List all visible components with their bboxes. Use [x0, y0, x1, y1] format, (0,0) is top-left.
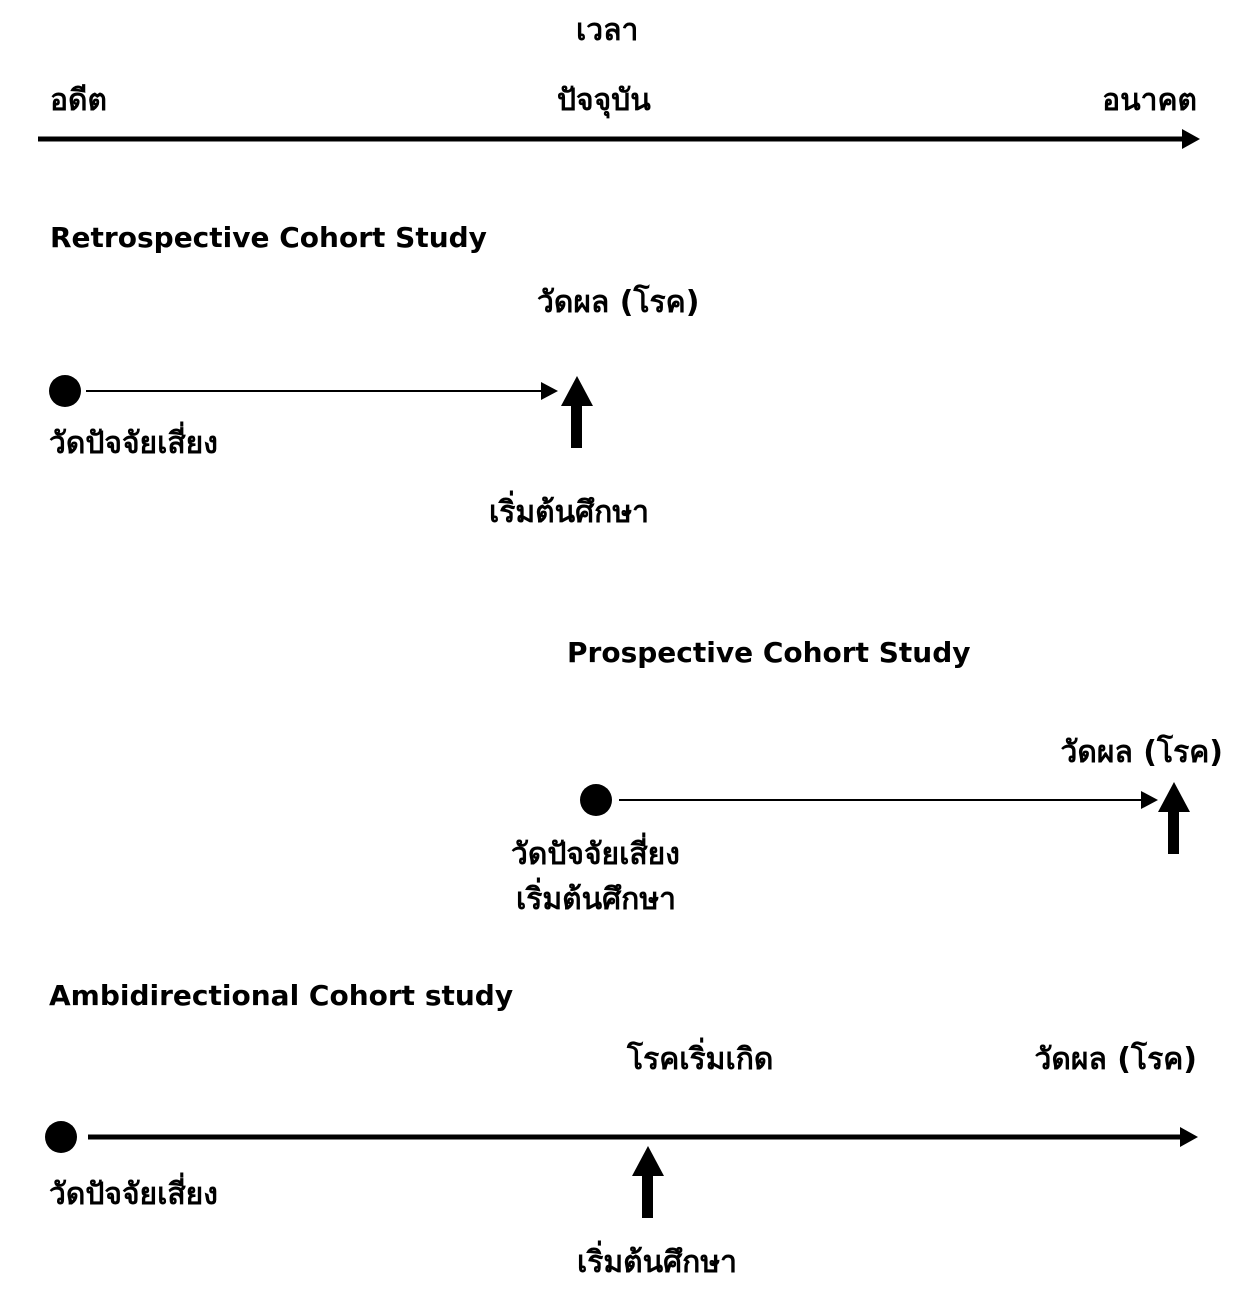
ambi-start-label: เริ่มต้นศึกษา: [577, 1245, 737, 1280]
retro-outcome-label: วัดผล (โรค): [537, 285, 700, 320]
time-present-label: ปัจจุบัน: [557, 83, 651, 118]
retro-start-arrow-shaft: [571, 402, 582, 448]
time-title: เวลา: [576, 13, 639, 48]
ambi-exposure-dot: [45, 1121, 77, 1153]
pro-outcome-arrow-shaft: [1168, 808, 1179, 854]
ambi-start-arrow-head: [632, 1146, 664, 1176]
pro-start-label: เริ่มต้นศึกษา: [516, 882, 676, 917]
retro-exposure-dot: [49, 375, 81, 407]
time-future-label: อนาคต: [1102, 83, 1197, 118]
retro-start-label: เริ่มต้นศึกษา: [489, 495, 649, 530]
pro-outcome-label: วัดผล (โรค): [1060, 735, 1223, 770]
ambi-follow-arrowhead: [1180, 1127, 1198, 1147]
time-axis-arrowhead: [1182, 129, 1200, 149]
time-past-label: อดีต: [50, 83, 107, 118]
ambi-onset-label: โรคเริ่มเกิด: [627, 1042, 774, 1077]
pro-follow-arrowhead: [1141, 791, 1158, 809]
ambi-title: Ambidirectional Cohort study: [49, 979, 514, 1012]
retro-title: Retrospective Cohort Study: [50, 221, 487, 254]
ambi-exposure-label: วัดปัจจัยเสี่ยง: [49, 1177, 218, 1212]
pro-title: Prospective Cohort Study: [567, 636, 971, 669]
retro-follow-arrowhead: [541, 382, 558, 400]
ambi-start-arrow-shaft: [642, 1172, 653, 1218]
retro-exposure-label: วัดปัจจัยเสี่ยง: [49, 426, 218, 461]
retro-start-arrow-head: [561, 376, 593, 406]
pro-outcome-arrow-head: [1158, 782, 1190, 812]
pro-exposure-label: วัดปัจจัยเสี่ยง: [511, 837, 680, 872]
ambi-outcome-label: วัดผล (โรค): [1034, 1042, 1197, 1077]
pro-exposure-dot: [580, 784, 612, 816]
